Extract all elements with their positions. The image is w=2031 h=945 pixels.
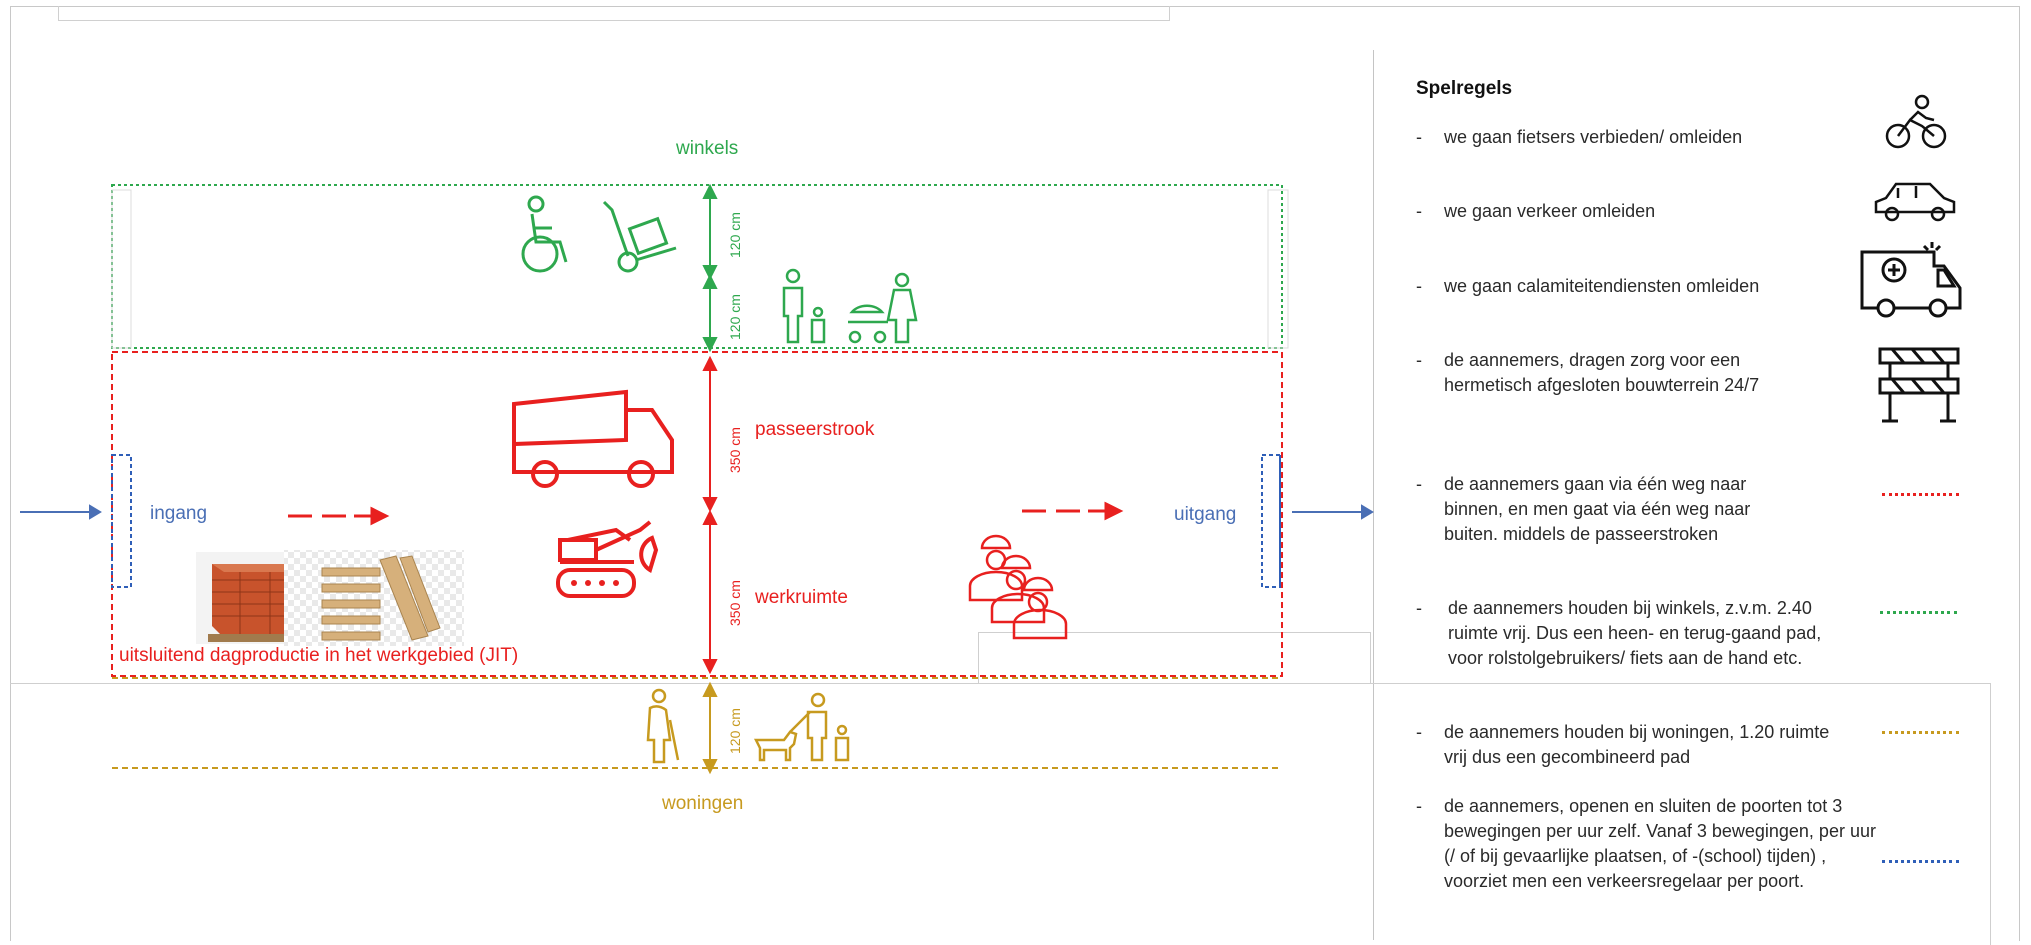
excavator-track-dots <box>571 580 619 586</box>
traffic-arrow-in <box>288 506 390 526</box>
dim-label-houses: 120 cm <box>727 708 743 754</box>
woman-icon <box>886 272 918 344</box>
header-strip <box>58 6 1170 21</box>
houses-label: woningen <box>662 793 744 814</box>
wooden-pallets-image <box>284 550 464 646</box>
page-frame <box>10 6 2020 941</box>
legend-line-red <box>1882 493 1959 496</box>
rule-item: - we gaan fietsers verbieden/ omleiden <box>1416 127 1743 147</box>
wheelchair-icon <box>521 195 568 273</box>
exit-arrow <box>1292 504 1374 520</box>
car-icon <box>1874 182 1956 222</box>
dump-truck-icon <box>512 389 674 488</box>
exit-label: uitgang <box>1174 504 1237 525</box>
exit-gate <box>1261 454 1281 588</box>
dog-walker-icon <box>753 692 850 762</box>
shops-zone-side-left <box>111 189 132 349</box>
dim-label-passing: 350 cm <box>727 427 743 473</box>
dim-arrow-work <box>702 509 718 675</box>
excavator-icon <box>556 520 659 598</box>
hand-truck-icon <box>602 200 677 273</box>
elderly-person-icon <box>646 688 680 764</box>
legend-line-gold <box>1882 731 1959 734</box>
rules-panel-edge-v <box>1990 683 1991 945</box>
shops-label: winkels <box>676 138 739 159</box>
traffic-arrow-out <box>1022 501 1124 521</box>
dim-label-shops-bottom: 120 cm <box>727 294 743 340</box>
rule-item: - de aannemers houden bij woningen, 1.20… <box>1416 722 1830 767</box>
inner-panel-edge-v2 <box>1370 632 1371 684</box>
legend-line-blue <box>1882 860 1959 863</box>
rule-item: - de aannemers houden bij winkels, z.v.m… <box>1416 598 1822 668</box>
entrance-arrow <box>20 504 102 520</box>
rule-item: - we gaan verkeer omleiden <box>1416 201 1656 221</box>
parent-child-icon <box>782 268 826 344</box>
shops-zone-box <box>111 184 1283 349</box>
shops-zone-side-right <box>1267 189 1289 349</box>
work-area-label: werkruimte <box>755 587 848 608</box>
dim-arrow-shops-bottom <box>702 273 718 353</box>
dim-label-work: 350 cm <box>727 580 743 626</box>
rules-panel-edge <box>1373 683 1991 684</box>
dim-label-shops-top: 120 cm <box>727 212 743 258</box>
cyclist-icon <box>1885 94 1947 149</box>
bottom-panel-edge <box>10 683 1373 684</box>
stroller-icon <box>848 304 888 344</box>
construction-workers-icon <box>968 534 1068 640</box>
street-diagram <box>20 183 1374 775</box>
rules-title: Spelregels <box>1416 78 1513 99</box>
ambulance-icon <box>1860 242 1962 318</box>
panel-divider <box>1373 50 1374 940</box>
dim-arrow-shops-top <box>702 183 718 281</box>
dim-arrow-passing <box>702 355 718 513</box>
entrance-label: ingang <box>150 503 208 524</box>
rule-item: - de aannemers gaan via één weg naar bin… <box>1416 474 1751 544</box>
passing-lane-label: passeerstrook <box>755 419 875 440</box>
work-zone-box <box>111 351 1283 677</box>
dim-arrow-houses <box>702 681 718 775</box>
legend-line-green <box>1880 611 1957 614</box>
entrance-gate <box>111 454 132 588</box>
barrier-icon <box>1878 347 1960 423</box>
inner-panel-edge-v <box>978 632 979 684</box>
jit-note: uitsluitend dagproductie in het werkgebi… <box>119 645 519 666</box>
rule-item: - we gaan calamiteitendiensten omleiden <box>1416 276 1760 296</box>
inner-panel-edge <box>978 632 1370 633</box>
rule-item: - de aannemers, openen en sluiten de poo… <box>1416 796 1876 891</box>
rule-item: - de aannemers, dragen zorg voor een her… <box>1416 350 1760 395</box>
